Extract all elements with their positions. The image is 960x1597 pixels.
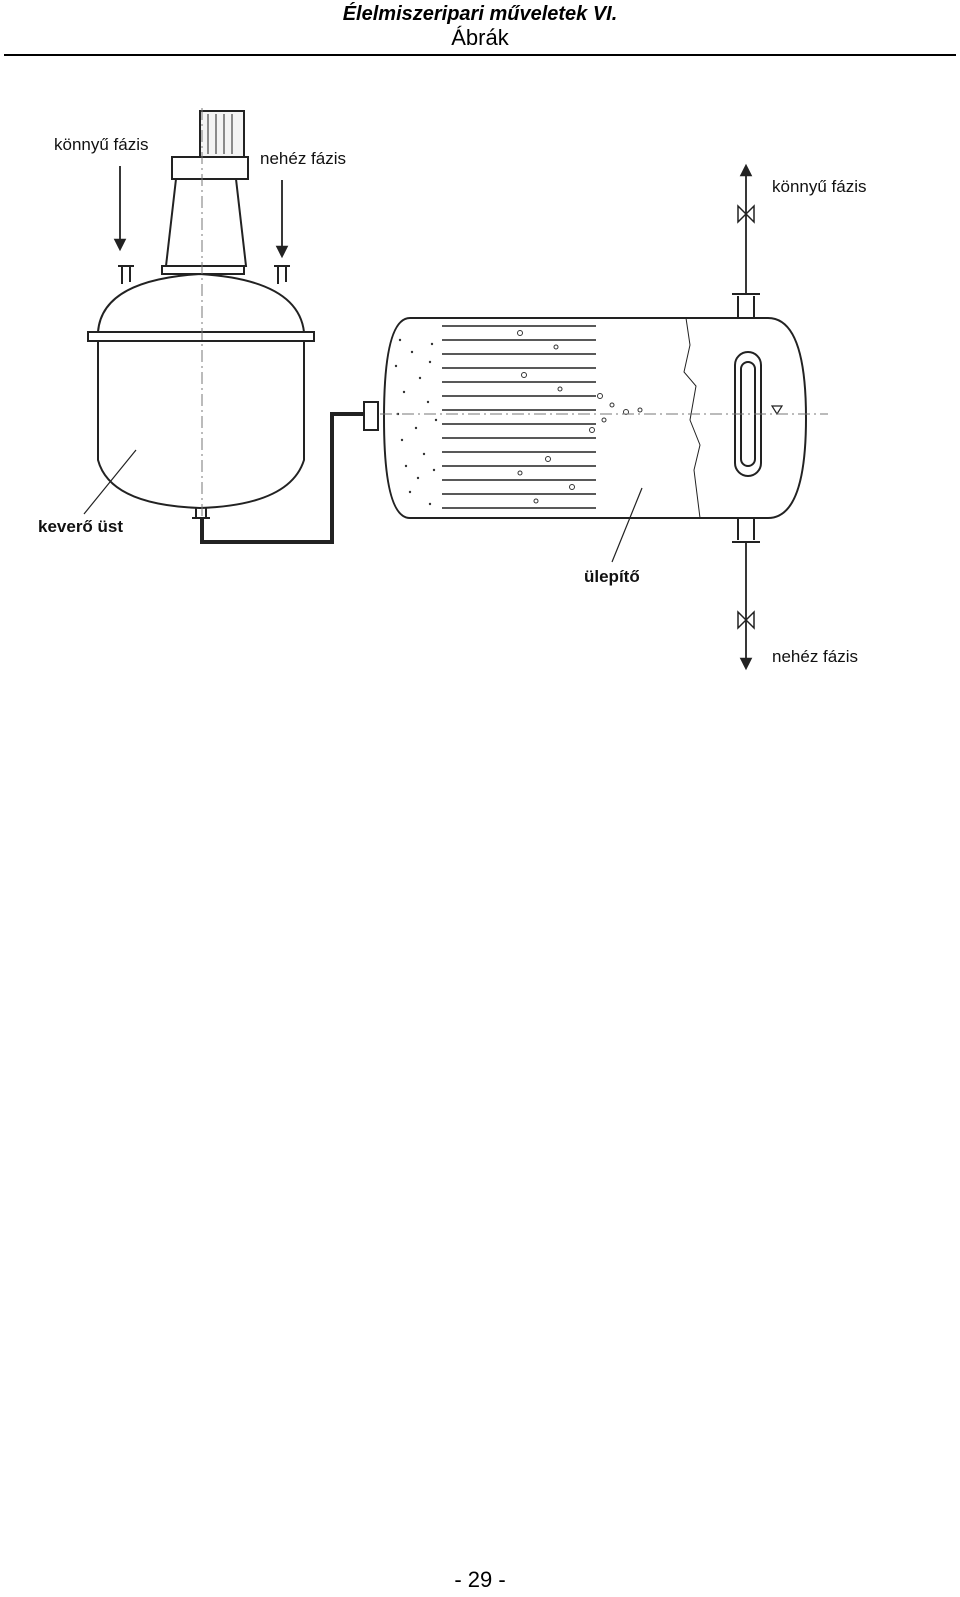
mixer-settler-figure: könnyű fázis nehéz fázis könnyű fázis ne… bbox=[0, 90, 960, 690]
heavy-phase-outlet-label: nehéz fázis bbox=[772, 647, 858, 666]
settler-label: ülepítő bbox=[584, 567, 640, 586]
mixer-leader-line bbox=[83, 449, 137, 515]
light-phase-valve-icon bbox=[737, 204, 755, 224]
mixer-label: keverő üst bbox=[38, 517, 123, 536]
heavy-phase-valve-icon bbox=[737, 610, 755, 630]
light-phase-outlet-label: könnyű fázis bbox=[772, 177, 867, 196]
page-number: - 29 - bbox=[454, 1567, 506, 1592]
transfer-pipe bbox=[200, 412, 366, 544]
settler-leader-line bbox=[611, 487, 643, 563]
light-phase-inlet-label: könnyű fázis bbox=[54, 135, 149, 154]
heavy-phase-inlet-label: nehéz fázis bbox=[260, 149, 346, 168]
mixer-vessel bbox=[87, 108, 315, 530]
page-header: Élelmiszeripari műveletek VI. Ábrák bbox=[0, 0, 960, 50]
settler-vessel bbox=[380, 293, 828, 543]
document-title: Élelmiszeripari műveletek VI. bbox=[342, 3, 618, 25]
mixer-settler-diagram: könnyű fázis nehéz fázis könnyű fázis ne… bbox=[38, 108, 867, 671]
document-subtitle: Ábrák bbox=[451, 25, 509, 50]
header-divider bbox=[4, 54, 956, 56]
settler-inlet-nozzle bbox=[363, 401, 379, 431]
